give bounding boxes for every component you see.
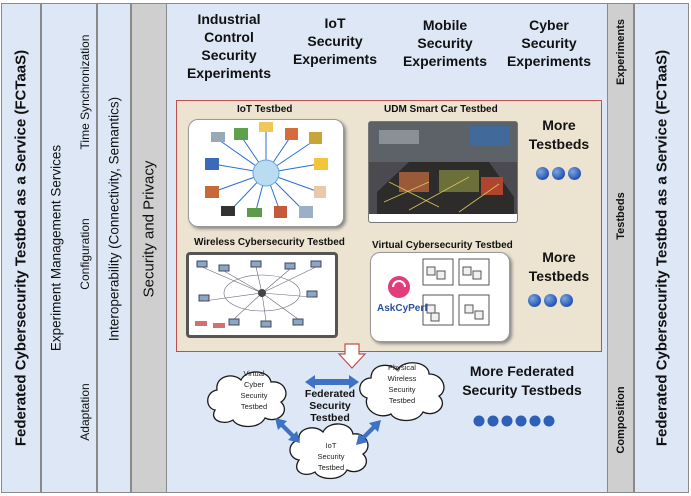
federated-more-dot — [473, 415, 485, 427]
federated-more-dot — [529, 415, 541, 427]
virtual-iot-arrow-icon — [275, 418, 300, 443]
fctaas-right-column: Federated Cybersecurity Testbed as a Ser… — [634, 3, 689, 493]
configuration-label: Configuration — [78, 218, 92, 290]
interoperability-label: Interoperability (Connectivity, Semantic… — [106, 96, 122, 342]
udm-testbed-photo — [368, 121, 518, 223]
fctaas-left-column: Federated Cybersecurity Testbed as a Ser… — [1, 3, 41, 493]
composition-side-label: Composition — [614, 386, 627, 454]
virtual-cloud — [207, 371, 287, 428]
physical-iot-arrow-icon — [356, 420, 381, 445]
virtual-testbed-image: AskCyPerf — [370, 252, 510, 342]
security-privacy-label: Security and Privacy — [140, 160, 158, 298]
more-dot — [528, 294, 541, 307]
layers-right-column: Experiments Testbeds Composition — [607, 3, 634, 493]
wireless-testbed-image — [186, 252, 338, 338]
federated-more-dot — [501, 415, 513, 427]
askcyperf-logo: AskCyPerf — [377, 303, 428, 314]
virtual-testbed-title: Virtual Cybersecurity Testbed — [372, 240, 513, 251]
down-arrow-icon — [337, 343, 367, 369]
more-dot — [544, 294, 557, 307]
iot-network-graphic — [205, 122, 328, 218]
time-sync-label: Time Synchronization — [78, 34, 92, 150]
more-dot — [560, 294, 573, 307]
udm-testbed-title: UDM Smart Car Testbed — [384, 104, 498, 115]
adaptation-label: Adaptation — [78, 383, 92, 441]
virtual-physical-arrow-icon — [305, 375, 359, 389]
more-dot — [552, 167, 565, 180]
fctaas-left-label: Federated Cybersecurity Testbed as a Ser… — [12, 49, 30, 447]
federation-graphic — [207, 343, 555, 480]
testbeds-side-label: Testbeds — [614, 192, 627, 240]
fctaas-right-label: Federated Cybersecurity Testbed as a Ser… — [653, 49, 670, 447]
wireless-testbed-title: Wireless Cybersecurity Testbed — [194, 237, 345, 248]
federated-more-dot — [515, 415, 527, 427]
federated-more-dot — [543, 415, 555, 427]
iot-testbed-image — [188, 119, 344, 227]
more-dot — [568, 167, 581, 180]
security-privacy-column: Security and Privacy — [131, 3, 167, 493]
experiment-management-column: Experiment Management Services Time Sync… — [41, 3, 97, 493]
more-dot — [536, 167, 549, 180]
experiments-side-label: Experiments — [614, 18, 627, 86]
physical-cloud — [359, 362, 445, 422]
interoperability-column: Interoperability (Connectivity, Semantic… — [97, 3, 131, 493]
iot-testbed-title: IoT Testbed — [237, 104, 293, 115]
federated-more-dot — [487, 415, 499, 427]
ems-label: Experiment Management Services — [48, 144, 64, 352]
